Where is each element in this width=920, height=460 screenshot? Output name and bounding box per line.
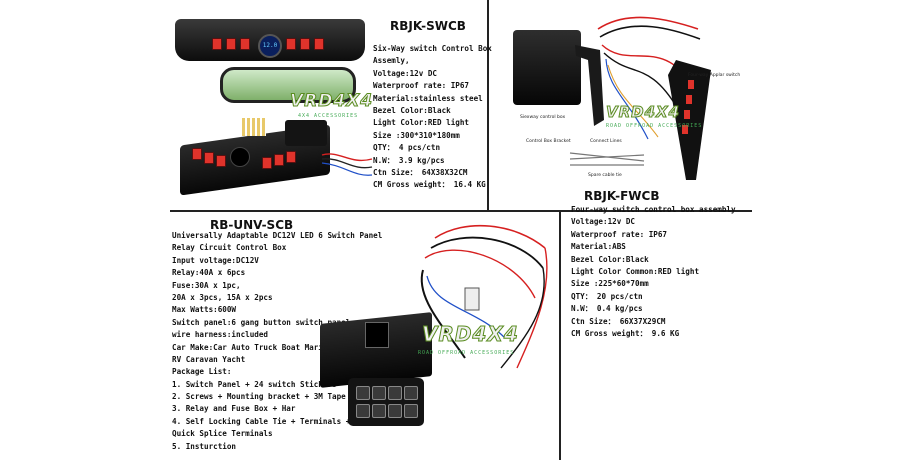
switch-red-icon <box>212 38 222 50</box>
switch-red-icon <box>216 155 226 167</box>
switch-red-icon <box>286 151 296 163</box>
divider-vertical-top <box>487 0 489 212</box>
spec-line: Size :225*60*70mm <box>571 279 649 289</box>
product-title: RBJK-FWCB <box>584 189 660 203</box>
connector-port-icon <box>365 322 389 348</box>
brand-watermark: VRD4X4 <box>422 322 519 347</box>
brand-watermark: VRD4X4 <box>605 103 681 122</box>
connect-lines-image <box>597 16 701 140</box>
spec-line: QTY： 4 pcs/ctn <box>373 143 441 153</box>
spec-line: Voltage:12v DC <box>373 68 438 78</box>
brand-watermark-subtitle: 4X4 ACCESSORIES <box>298 113 359 119</box>
wire-harness-image <box>420 224 548 369</box>
spec-line: Four-way switch control box assembly <box>571 205 736 214</box>
spec-line: Input voltage:DC12V <box>172 255 259 265</box>
spec-line: Max Watts:600W <box>172 305 237 315</box>
spec-line: Light Color:RED light <box>373 118 470 128</box>
spec-line: RV Caravan Yacht <box>172 354 246 364</box>
cable-tie-image <box>569 152 645 166</box>
sticker-sheet-image <box>242 118 266 136</box>
spec-line: Material:stainless steel <box>373 93 483 103</box>
spec-line: 1. Switch Panel + 24 switch Stickers <box>172 379 337 389</box>
spec-line: Quick Splice Terminals <box>172 429 273 439</box>
keypad-button-icon <box>404 386 418 400</box>
brand-watermark: VRD4X4 <box>289 91 374 112</box>
spec-line: Waterproof rate: IP67 <box>373 81 470 91</box>
control-box-image <box>513 30 581 105</box>
spec-line: CM Gross weight： 9.6 KG <box>571 328 680 338</box>
spec-line: N.W： 3.9 kg/pcs <box>373 155 445 165</box>
divider-vertical-bottom <box>559 210 561 460</box>
spec-line: Material:ABS <box>571 242 626 252</box>
switch-red-icon <box>226 38 236 50</box>
switch-red-icon <box>204 152 214 164</box>
cable-tie-label: Spare cable tie <box>588 173 622 178</box>
spec-line: Fuse:30A x 1pc, <box>172 280 241 290</box>
spec-line: N.W： 0.4 kg/pcs <box>571 304 643 314</box>
spec-line: Switch panel:6 gang button switch panel <box>172 317 351 327</box>
pillar-label: Four-way Applar switch <box>688 73 741 78</box>
wire-bundle-image <box>321 153 373 176</box>
spec-line: 5. Insturction <box>172 441 237 451</box>
spec-line: Bezel Color:Black <box>571 254 649 264</box>
brand-watermark-subtitle: ROAD OFFROAD ACCESSORIES <box>418 350 515 356</box>
keypad-button-icon <box>356 386 370 400</box>
spec-line: QTY： 20 pcs/ctn <box>571 291 643 301</box>
product-panel-rbjk-fwcb-images: Siexway control box Control Box Bracket … <box>488 5 750 210</box>
control-box-bracket-image <box>575 45 604 126</box>
spec-list: Four-way switch control box assembly Vol… <box>571 204 736 340</box>
spec-line: CM Gross weight： 16.4 KG <box>373 180 486 190</box>
spec-line: Car Make:Car Auto Truck Boat Marine <box>172 342 333 352</box>
switch-red-icon <box>300 38 310 50</box>
spec-line: 20A x 3pcs, 15A x 2pcs <box>172 292 273 302</box>
product-title: RB-UNV-SCB <box>210 218 294 232</box>
spec-line: 3. Relay and Fuse Box + Har <box>172 404 296 414</box>
switch-red-icon <box>262 157 272 169</box>
spec-line: wire harness:included <box>172 330 269 340</box>
switch-red-icon <box>240 38 250 50</box>
relay-box-image <box>285 120 327 146</box>
voltmeter-display: 12.0 <box>258 34 282 58</box>
spec-line: Bezel Color:Black <box>373 105 451 115</box>
divider-horizontal-left <box>170 210 560 212</box>
spec-line: Six-Way switch Control Box <box>373 44 492 53</box>
spec-line: Assemly, <box>373 56 410 66</box>
spec-line: Size :300*310*180mm <box>373 130 460 140</box>
spec-line: Light Color Common:RED light <box>571 266 700 276</box>
spec-line: Voltage:12v DC <box>571 217 636 227</box>
switch-red-icon <box>314 38 324 50</box>
rearview-mirror-image <box>220 67 356 103</box>
keypad-button-icon <box>372 404 386 418</box>
keypad-button-icon <box>388 386 402 400</box>
product-panel-rb-unv-scb: RB-UNV-SCB Universally Adaptable DC12V L… <box>170 210 560 455</box>
a-pillar-switch-image <box>668 60 711 180</box>
divider-horizontal-right <box>487 210 752 212</box>
product-specs-rbjk-fwcb: Four-way switch control box assembly Vol… <box>560 205 750 455</box>
control-box-label: Siexway control box <box>520 115 566 120</box>
spec-line: Universally Adaptable DC12V LED 6 Switch… <box>172 231 383 240</box>
product-title: RBJK-SWCB <box>390 19 466 33</box>
bracket-label: Control Box Bracket <box>526 139 571 144</box>
switch-red-icon <box>192 148 202 160</box>
spec-list: Six-Way switch Control Box Assemly, Volt… <box>373 43 492 192</box>
brand-watermark-subtitle: ROAD OFFROAD ACCESSORIES <box>606 123 703 129</box>
connect-lines-label: Connect Lines <box>590 139 622 144</box>
spec-line: Ctn Size： 64X38X32CM <box>373 167 468 177</box>
spec-line: Waterproof rate: IP67 <box>571 229 668 239</box>
spec-line: Ctn Size： 66X37X29CM <box>571 316 666 326</box>
gauge-hole-icon <box>230 147 250 167</box>
keypad-button-icon <box>356 404 370 418</box>
keypad-button-icon <box>388 404 402 418</box>
switch-red-icon <box>274 154 284 166</box>
spec-list: Universally Adaptable DC12V LED 6 Switch… <box>172 230 382 453</box>
switch-red-icon <box>286 38 296 50</box>
spec-line: Relay:40A x 6pcs <box>172 268 246 278</box>
spec-line: Package List: <box>172 367 232 377</box>
spec-line: 4. Self Locking Cable Tie + Terminals + <box>172 416 351 426</box>
product-panel-rbjk-swcb: 12.0 VRD4X4 4X4 ACCESSORIES RBJK-SWCB Si… <box>170 5 492 210</box>
spec-line: Relay Circuit Control Box <box>172 243 287 253</box>
keypad-button-icon <box>404 404 418 418</box>
keypad-button-icon <box>372 386 386 400</box>
spec-line: 2. Screws + Mounting bracket + 3M Tape <box>172 392 346 402</box>
